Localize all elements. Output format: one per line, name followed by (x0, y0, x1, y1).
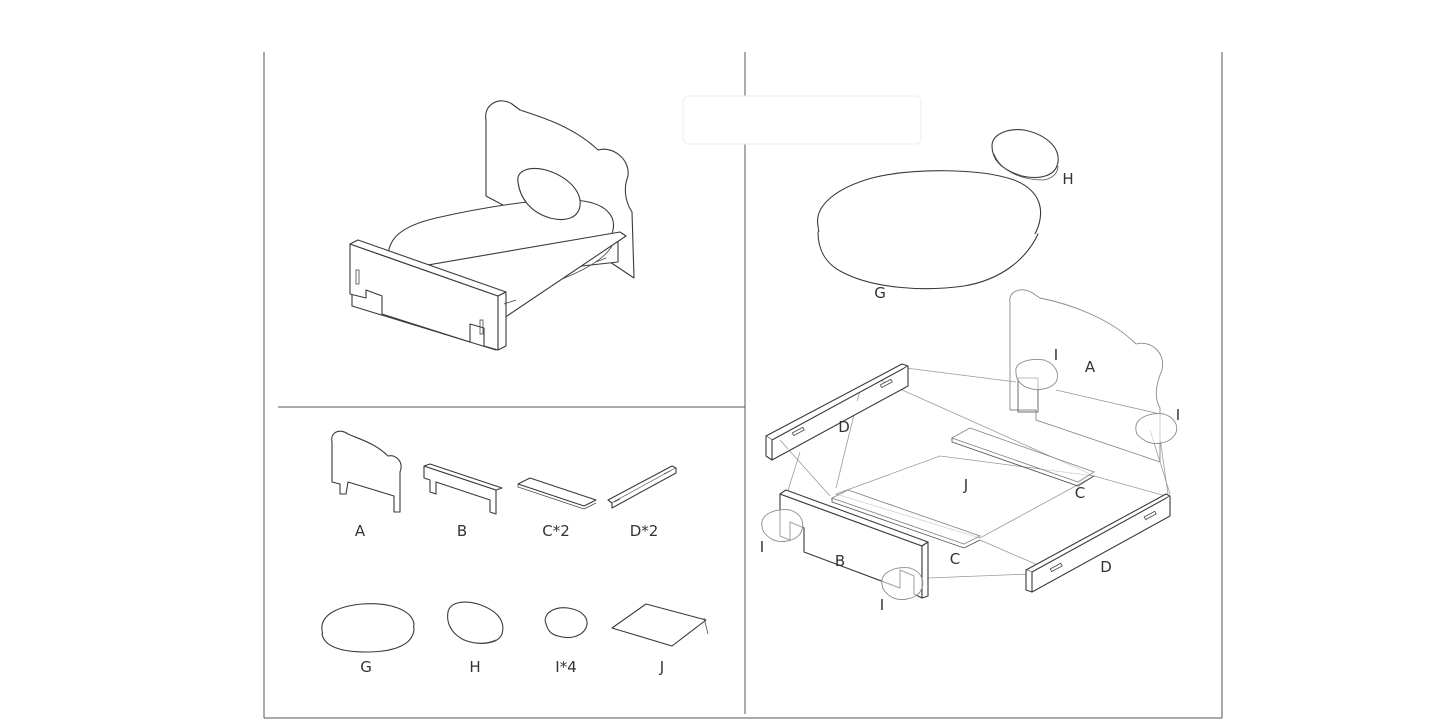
part-b-footboard-icon (423, 463, 503, 515)
part-c-slat-icon (517, 477, 597, 510)
exploded-label-c-upper: C (1075, 484, 1085, 502)
legend-label-a: A (355, 522, 366, 540)
part-h-cushion-icon (447, 601, 504, 644)
exploded-cushion-h (991, 129, 1059, 181)
panel-frame (263, 52, 1223, 719)
exploded-pillow-i-right (1135, 413, 1178, 444)
exploded-pillow-i-left (761, 509, 804, 542)
exploded-slat-c-upper (950, 427, 1096, 487)
exploded-pillow-i-top (1015, 359, 1058, 390)
exploded-label-j: J (963, 476, 968, 494)
legend-label-i: I*4 (555, 658, 576, 676)
exploded-pillow-i-bottom (881, 567, 924, 600)
exploded-label-c-lower: C (950, 550, 960, 568)
part-a-headboard-icon (331, 430, 402, 513)
exploded-mattress-g (817, 170, 1042, 290)
part-g-mattress-icon (321, 603, 415, 653)
legend-label-b: B (457, 522, 467, 540)
part-d-side-rail-icon (607, 465, 677, 509)
exploded-label-i-top: I (1054, 346, 1058, 364)
legend-label-c: C*2 (542, 522, 570, 540)
blank-label-box (682, 95, 922, 145)
exploded-slat-c-lower (830, 489, 982, 549)
exploded-side-rail-d-upper (765, 363, 909, 461)
assembled-bed-illustration (349, 100, 635, 351)
exploded-footboard-b (779, 489, 929, 599)
assembly-guide-lines (779, 367, 1171, 579)
exploded-label-b: B (835, 552, 845, 570)
exploded-label-i-left: I (760, 538, 764, 556)
exploded-label-i-bottom: I (880, 596, 884, 614)
exploded-label-h: H (1062, 170, 1073, 188)
exploded-headboard-a (1009, 289, 1164, 463)
legend-label-d: D*2 (630, 522, 659, 540)
exploded-label-d-upper: D (838, 418, 850, 436)
legend-label-g: G (360, 658, 372, 676)
legend-label-j: J (659, 658, 664, 676)
exploded-label-d-lower: D (1100, 558, 1112, 576)
exploded-label-i-right: I (1176, 406, 1180, 424)
exploded-label-g: G (874, 284, 886, 302)
legend-label-h: H (469, 658, 480, 676)
part-i-pillow-icon (544, 607, 588, 639)
part-j-sheet-icon (611, 603, 709, 647)
exploded-label-a: A (1085, 358, 1096, 376)
exploded-side-rail-d-lower (1025, 493, 1171, 593)
